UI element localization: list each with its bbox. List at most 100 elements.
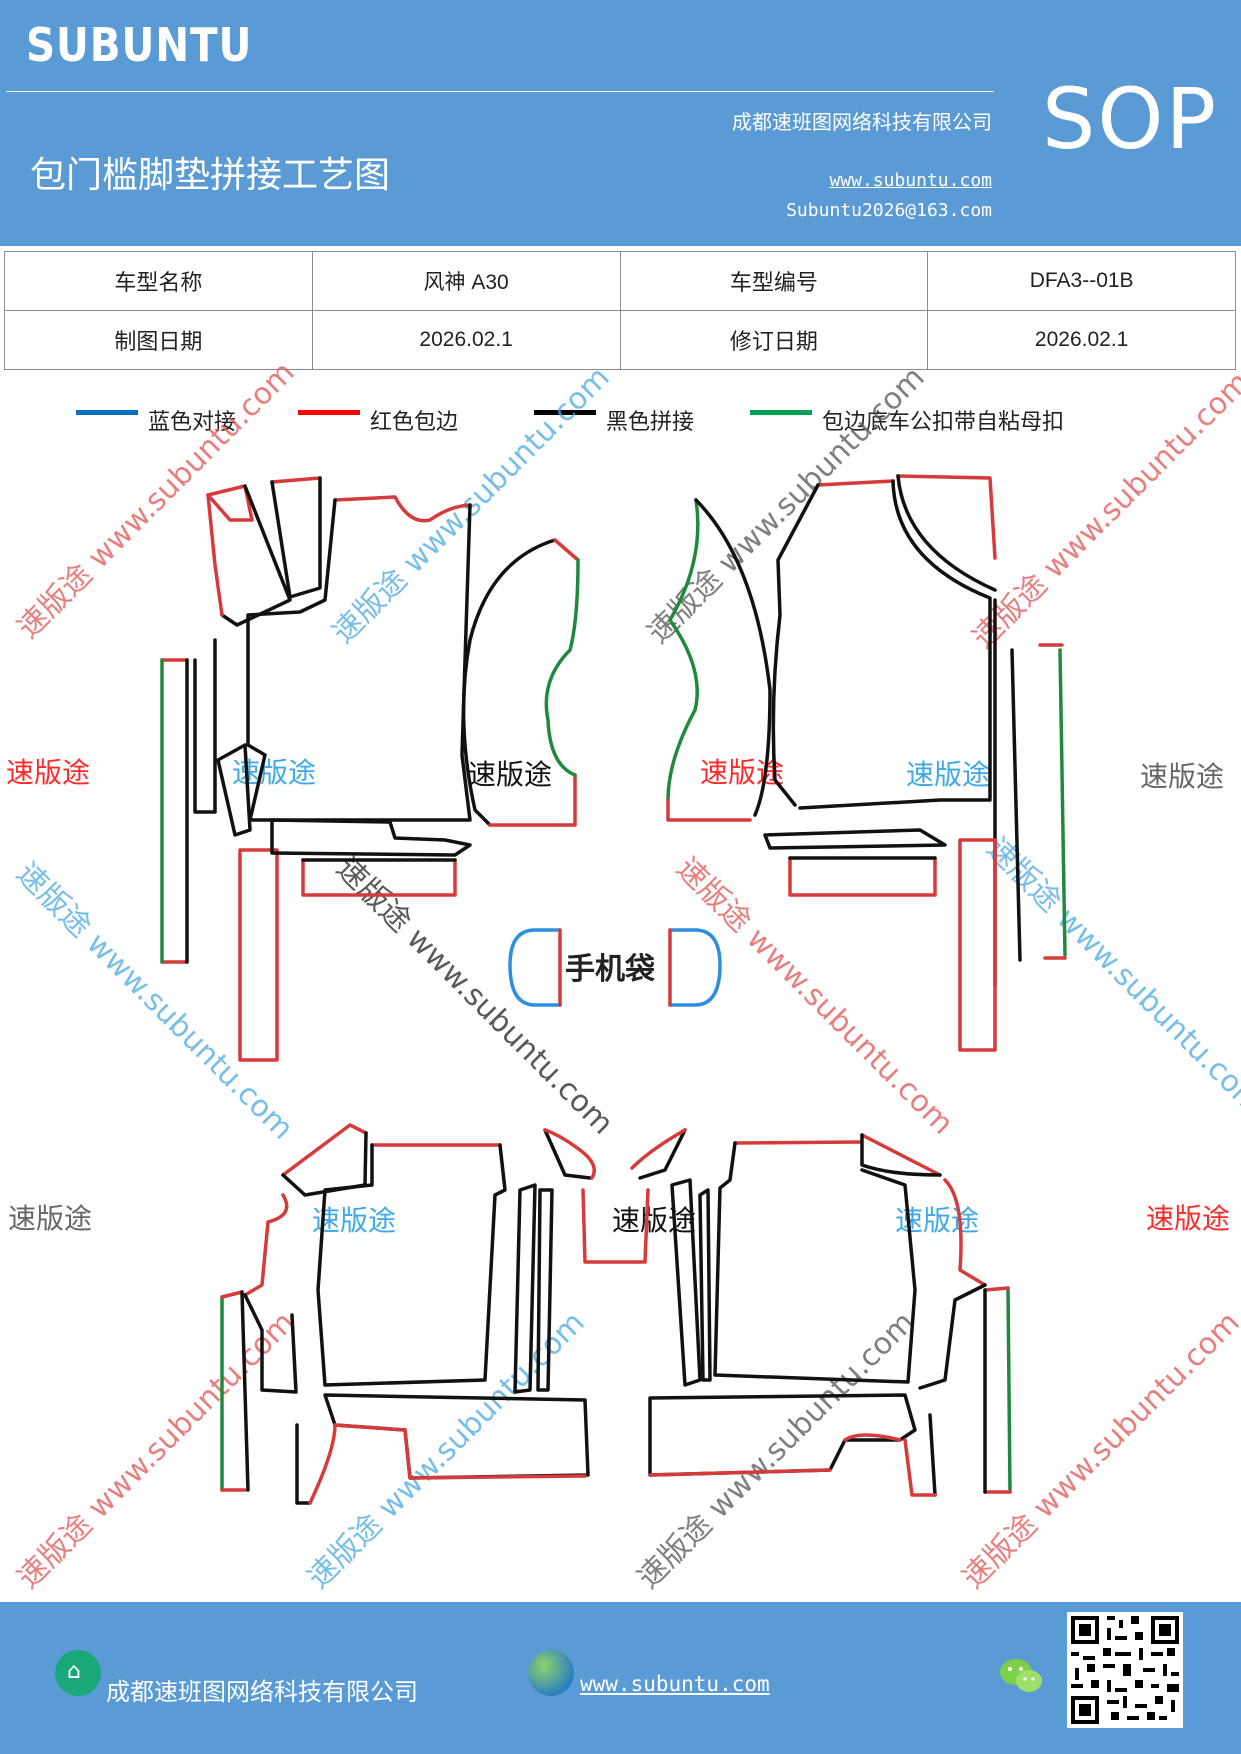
table-row: 车型名称 风神 A30 车型编号 DFA3--01B (4, 251, 1236, 311)
mat-edge (308, 1423, 337, 1505)
table-row: 制图日期 2026.02.1 修订日期 2026.02.1 (4, 310, 1236, 370)
mat-edge (816, 474, 997, 560)
mat-edge (903, 1438, 937, 1497)
watermark-word: 速版途 (468, 758, 552, 791)
document-title: 包门槛脚垫拼接工艺图 (30, 155, 391, 196)
mat-seam (270, 476, 322, 599)
legend-label: 红色包边 (370, 410, 459, 435)
footer-company: 成都速班图网络科技有限公司 (106, 1678, 418, 1706)
watermark-word: 速版途 (612, 1204, 696, 1237)
mat-edge (733, 1133, 942, 1177)
watermark-text: 速版途 www.subuntu.com (956, 1305, 1241, 1596)
mat-seam (543, 1128, 592, 1180)
mat-edge (488, 538, 580, 827)
phone-pocket-label: 手机袋 (565, 952, 655, 987)
model-code-value: DFA3--01B (927, 251, 1236, 311)
model-code-label: 车型编号 (619, 251, 929, 311)
watermark-word-layer: 速版途 速版途 速版途 速版途 速版途 速版途 速版途 速版途 速版途 速版途 … (6, 756, 1230, 1237)
legend-swatch-red (298, 410, 360, 415)
velcro-edge (666, 498, 700, 802)
mat-seam (243, 1293, 298, 1394)
mat-edge (220, 1290, 247, 1492)
mat-edge (160, 658, 189, 964)
legend-label: 蓝色对接 (148, 410, 237, 435)
mat-seam (713, 1141, 917, 1384)
mat-edge (666, 798, 752, 822)
watermark-text: 速版途 www.subuntu.com (11, 1305, 302, 1596)
mat-seam (860, 1133, 942, 1177)
mat-edge (333, 495, 472, 523)
mat-edge (243, 1193, 289, 1297)
mat-seam (216, 743, 252, 837)
watermark-text: 速版途 www.subuntu.com (9, 856, 300, 1147)
watermark-word: 速版途 (1140, 760, 1224, 793)
model-name-value: 风神 A30 (311, 251, 621, 311)
mat-edge (630, 1128, 687, 1170)
velcro-edge (1058, 648, 1067, 957)
watermark-word: 速版途 (1146, 1202, 1230, 1235)
mat-seam (461, 538, 557, 827)
header-banner (0, 0, 1241, 246)
velcro-edge (544, 558, 580, 777)
mat-seam (993, 598, 1022, 987)
rear-right-mat-group (630, 1128, 1012, 1497)
watermark-text: 速版途 www.subuntu.com (641, 360, 932, 651)
watermark-word: 速版途 (312, 1204, 396, 1237)
mat-seam (928, 1413, 937, 1497)
mat-edge (543, 1128, 596, 1180)
email-address: Subuntu2026@163.com (786, 200, 992, 221)
mat-seam (193, 638, 217, 814)
pocket-right-shape (668, 928, 722, 1007)
mat-seam (771, 474, 997, 807)
qr-code (1067, 1612, 1183, 1728)
legend-label: 黑色拼接 (606, 410, 695, 435)
mat-edge (301, 858, 457, 897)
mat-edge (281, 1123, 502, 1177)
footer-website-link[interactable]: www.subuntu.com (580, 1672, 770, 1696)
mat-edge (333, 1423, 587, 1480)
legend-swatch-blue (76, 410, 138, 415)
mat-edge (958, 838, 997, 1052)
mat-seam (246, 498, 472, 822)
legend-swatch-green (750, 410, 812, 415)
front-right-mat-group (666, 474, 1067, 1052)
rear-left-mat-group (220, 1123, 650, 1505)
phone-pocket (508, 928, 722, 1007)
mat-edge (206, 493, 224, 617)
watermark-word: 速版途 (906, 758, 990, 791)
watermark-word: 速版途 (700, 756, 784, 789)
mat-seam (513, 1183, 554, 1394)
mat-edge (1038, 643, 1067, 960)
mat-seam (270, 818, 472, 857)
mat-edge (788, 856, 937, 897)
front-left-mat-group (160, 476, 580, 1062)
mat-piece (270, 476, 322, 484)
mat-seam (295, 1423, 312, 1505)
mat-seam (670, 1178, 712, 1387)
revision-date-label: 修订日期 (619, 310, 929, 370)
drawing-date-label: 制图日期 (4, 310, 313, 370)
mat-seam (220, 484, 292, 627)
model-name-label: 车型名称 (4, 251, 313, 311)
mat-seam (798, 479, 992, 810)
velcro-edge (1006, 1286, 1012, 1494)
mat-seam (694, 498, 772, 817)
globe-icon (528, 1650, 574, 1696)
mat-seam (240, 1290, 250, 1492)
website-link[interactable]: www.subuntu.com (829, 170, 992, 191)
mat-edge (648, 1433, 902, 1477)
mat-seam (316, 1143, 507, 1387)
watermark-word: 速版途 (6, 756, 90, 789)
mat-edge (983, 1286, 1012, 1494)
revision-date-value: 2026.02.1 (927, 310, 1236, 370)
legend-label: 包边底车公扣带自粘母扣 (822, 410, 1065, 435)
drawing-date-value: 2026.02.1 (311, 310, 621, 370)
mat-seam (918, 1283, 987, 1390)
watermark-text: 速版途 www.subuntu.com (11, 355, 302, 646)
mat-edge (943, 1178, 987, 1287)
pocket-left-shape (508, 928, 562, 1007)
mat-edge (238, 848, 279, 1062)
header-divider (6, 91, 994, 92)
company-name: 成都速班图网络科技有限公司 (732, 110, 992, 134)
